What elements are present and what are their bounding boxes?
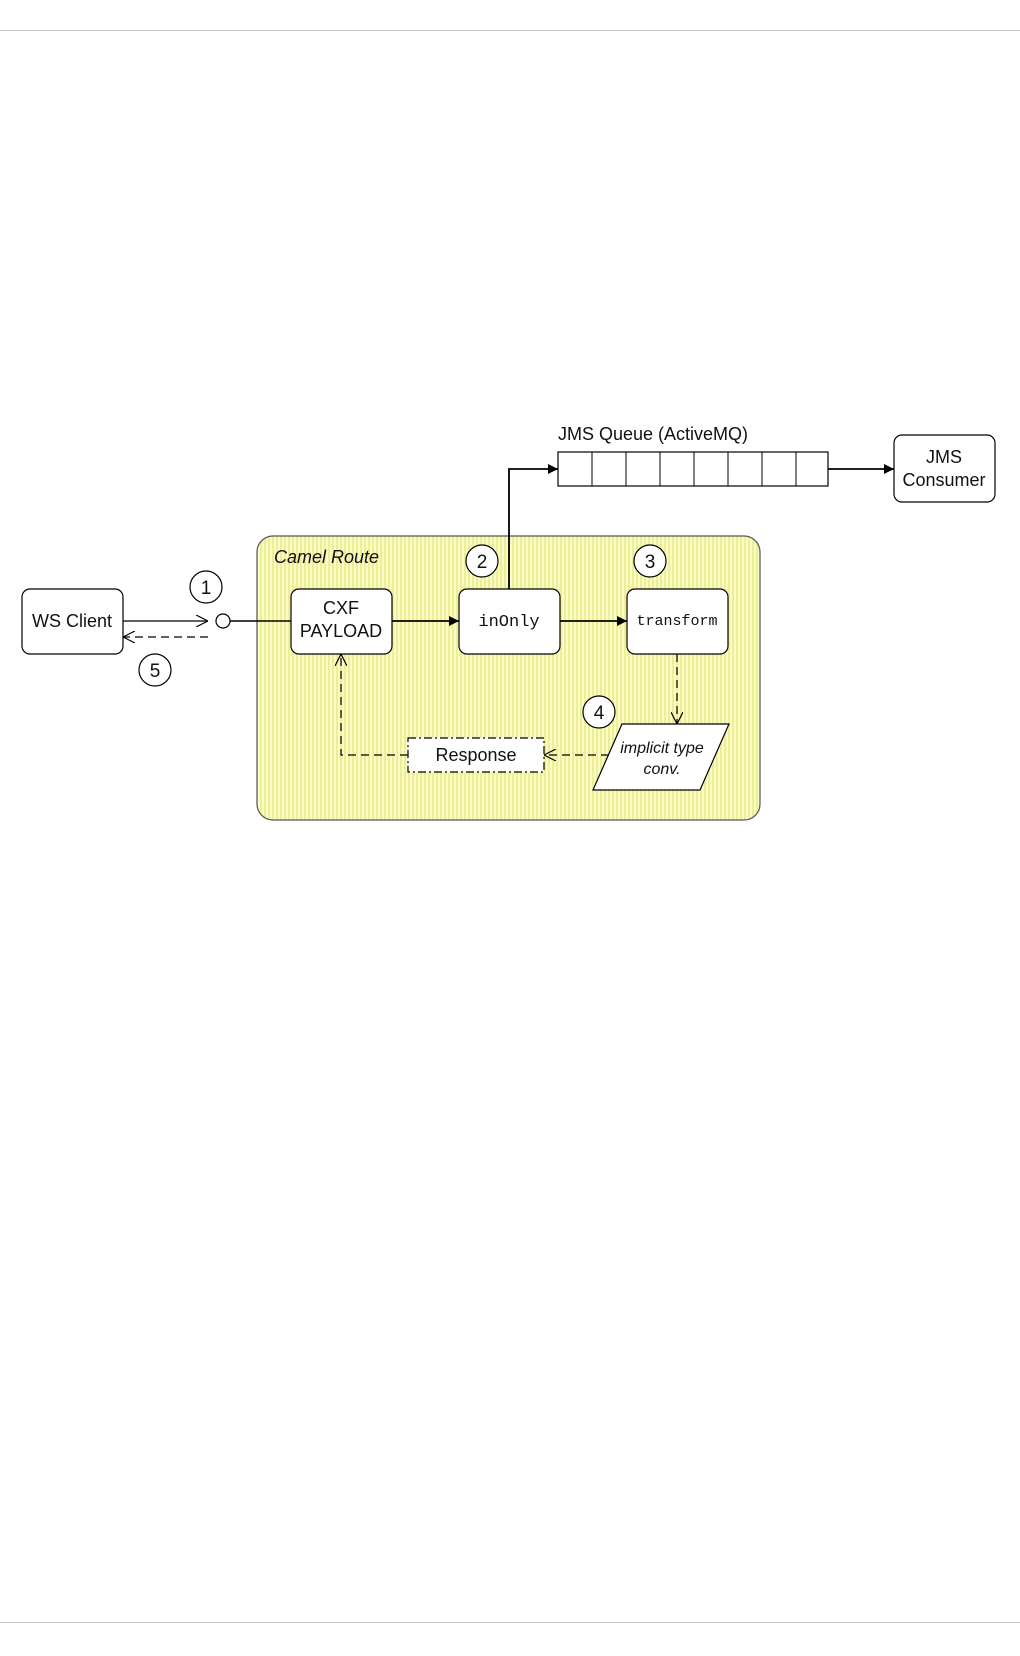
step-1-label: 1 — [201, 578, 212, 599]
top-rule — [0, 30, 1020, 31]
implicit-type-conv-shape — [592, 723, 730, 791]
bottom-rule — [0, 1622, 1020, 1623]
implicit-type-line2: conv. — [643, 761, 680, 778]
step-2-marker: 2 — [465, 544, 499, 578]
jms-queue — [557, 451, 829, 487]
jms-consumer-line2: Consumer — [902, 470, 985, 490]
step-5-marker: 5 — [138, 653, 172, 687]
jms-queue-label: JMS Queue (ActiveMQ) — [558, 424, 748, 444]
response-label: Response — [435, 745, 516, 765]
cxf-payload-line2: PAYLOAD — [300, 621, 382, 641]
step-5-label: 5 — [150, 661, 161, 682]
ws-client-label: WS Client — [32, 611, 112, 631]
endpoint-circle — [215, 613, 231, 629]
response-box — [407, 737, 545, 773]
inonly-to-queue-arrow — [508, 464, 558, 589]
camel-route-label: Camel Route — [274, 547, 379, 567]
step-4-label: 4 — [594, 703, 605, 724]
step-1-marker: 1 — [189, 570, 223, 604]
transform-label: transform — [636, 613, 717, 630]
step-2-label: 2 — [477, 552, 488, 573]
implicit-type-line1: implicit type — [620, 740, 704, 757]
step-4-marker: 4 — [582, 695, 616, 729]
jms-consumer-line1: JMS — [926, 447, 962, 467]
inonly-label: inOnly — [478, 613, 539, 632]
cxf-payload-line1: CXF — [323, 598, 359, 618]
response-to-cxf-arrow — [341, 654, 408, 756]
step-3-label: 3 — [645, 552, 656, 573]
step-3-marker: 3 — [633, 544, 667, 578]
jms-consumer-box — [893, 434, 996, 503]
